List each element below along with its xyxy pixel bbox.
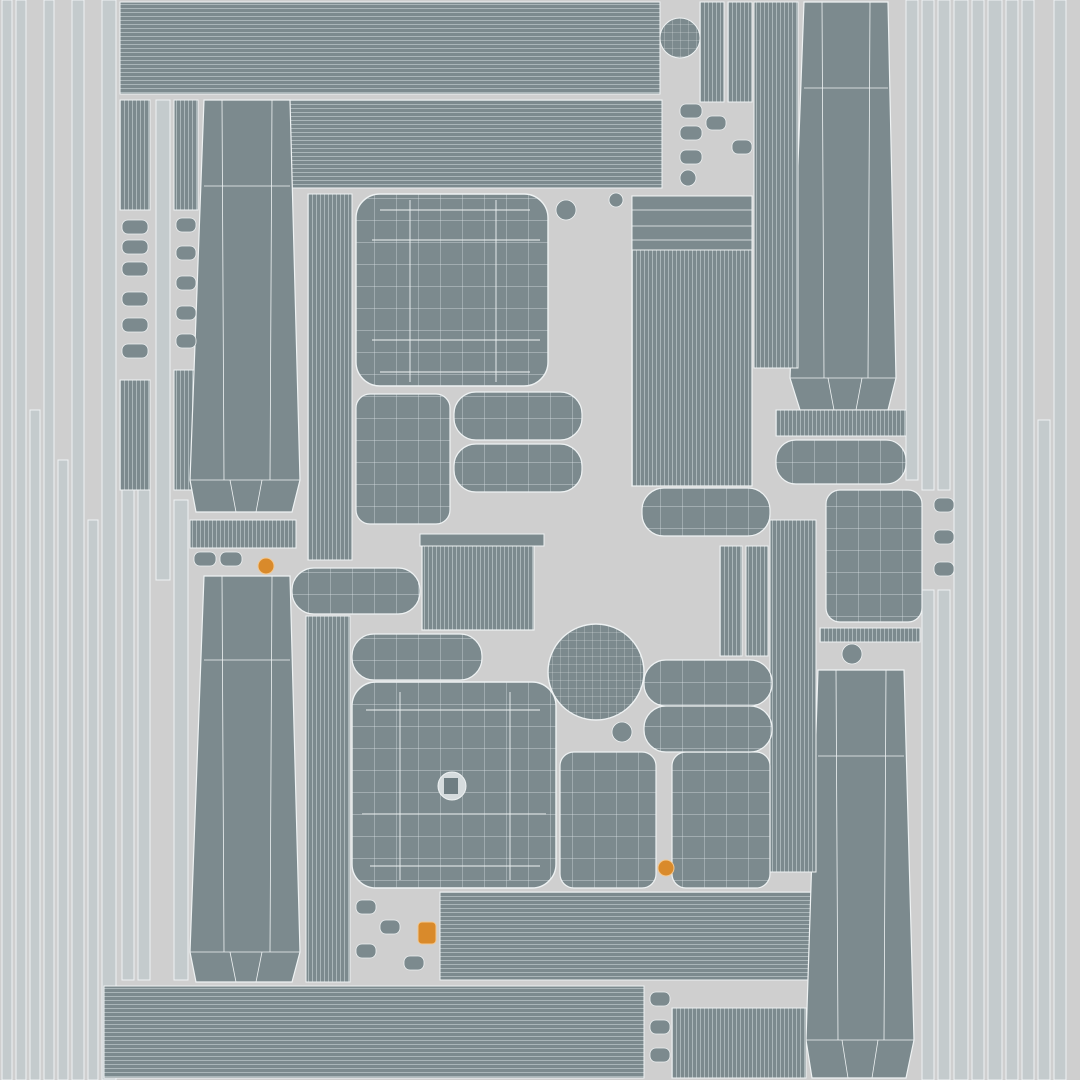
fluted-drum — [631, 195, 753, 487]
right-edge-strips — [905, 0, 1067, 1080]
upper-plank — [289, 99, 663, 189]
round-disc — [547, 623, 645, 721]
highlight-marker-2 — [657, 859, 675, 877]
top-plank — [119, 1, 661, 95]
highlight-marker-1 — [257, 557, 275, 575]
left-edge-strips — [1, 0, 189, 1080]
bolster-pieces — [291, 391, 907, 753]
seat-cushion-bottom — [351, 681, 557, 889]
column-shell-4 — [805, 669, 915, 1079]
horizontal-slats — [189, 409, 921, 1079]
seat-cushion-top — [355, 193, 549, 387]
vertical-strips — [305, 1, 817, 983]
square-blocks — [355, 393, 923, 889]
column-shell-1 — [189, 99, 301, 513]
column-shell-2 — [189, 575, 301, 983]
hardware-bits — [121, 103, 955, 1063]
grille-block — [419, 533, 545, 631]
lower-plank — [439, 891, 813, 981]
highlight-markers — [257, 557, 675, 945]
bottom-plank — [103, 985, 645, 1079]
small-round-disc — [659, 17, 701, 59]
column-shell-3 — [789, 1, 897, 411]
highlight-marker-3 — [417, 921, 437, 945]
